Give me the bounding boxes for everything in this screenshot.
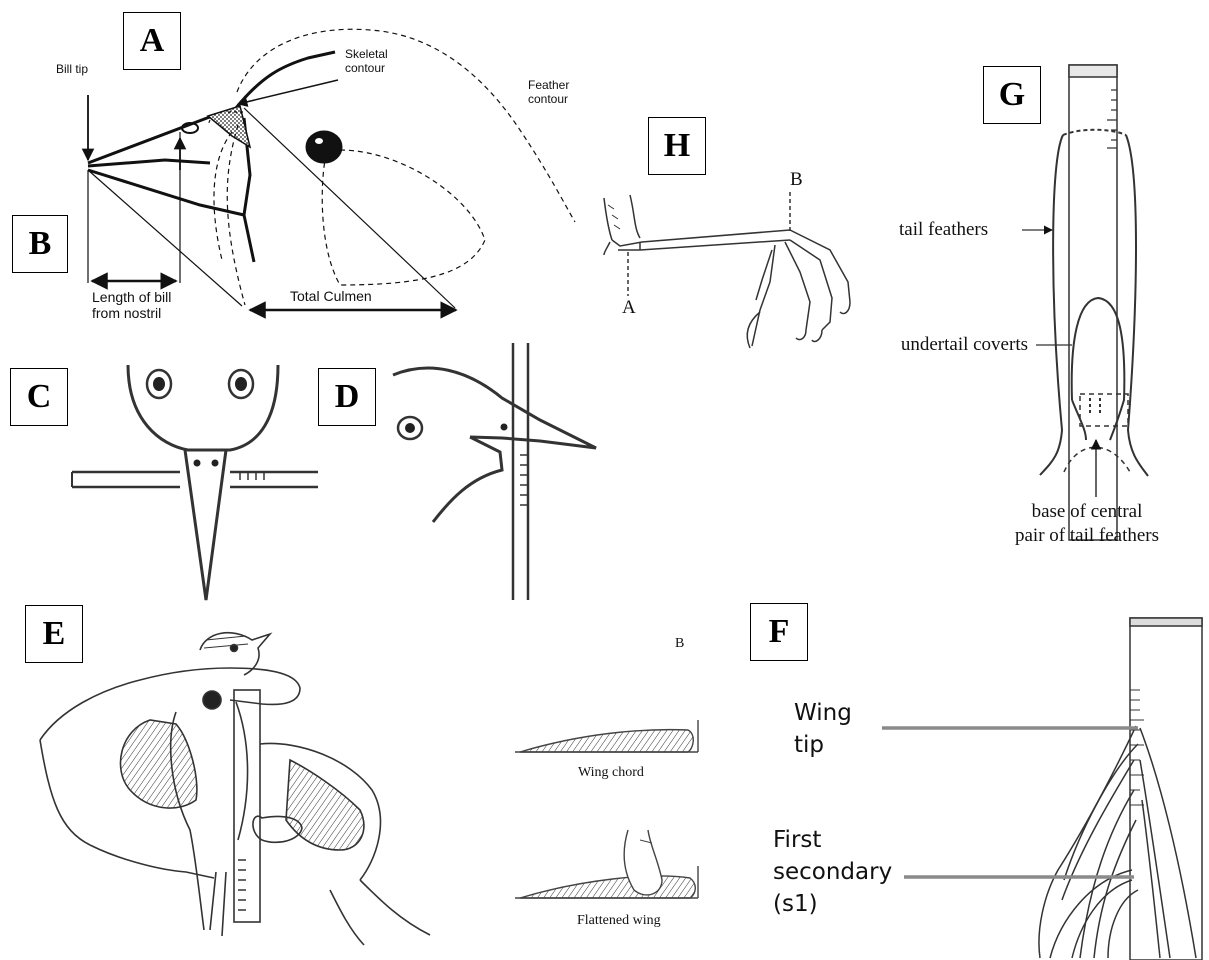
bill-depth-eye bbox=[398, 417, 508, 439]
wing-chord-diagram bbox=[515, 720, 698, 752]
tarsus-diagram bbox=[604, 192, 850, 348]
tarsus-point-a-label: A bbox=[622, 296, 636, 320]
tail-feathers-label: tail feathers bbox=[899, 218, 988, 242]
hand-measurement-drawing bbox=[40, 633, 430, 945]
bill-depth-diagram bbox=[393, 343, 596, 600]
panel-label-a: A bbox=[123, 12, 181, 70]
tail-diagram bbox=[1040, 65, 1148, 540]
first-secondary-label: First secondary (s1) bbox=[773, 824, 892, 920]
length-from-nostril-label: Length of bill from nostril bbox=[92, 289, 171, 321]
skeletal-contour-arrow bbox=[238, 80, 338, 104]
panel-label-h: H bbox=[648, 117, 706, 175]
wing-inset-letter: B bbox=[675, 636, 684, 652]
total-culmen-label: Total Culmen bbox=[290, 288, 372, 304]
undertail-coverts-label: undertail coverts bbox=[862, 333, 1028, 357]
panel-label-e: E bbox=[25, 605, 83, 663]
wing-chord-label: Wing chord bbox=[578, 765, 644, 781]
base-central-tail-label: base of central pair of tail feathers bbox=[990, 500, 1184, 548]
panel-label-c: C bbox=[10, 368, 68, 426]
bill-tip-label: Bill tip bbox=[56, 62, 88, 76]
bill-width-diagram bbox=[72, 365, 318, 600]
panel-label-f: F bbox=[750, 603, 808, 661]
panel-label-g: G bbox=[983, 66, 1041, 124]
wing-tip-label: Wing tip bbox=[794, 697, 852, 761]
panel-label-d: D bbox=[318, 368, 376, 426]
skeletal-contour-label: Skeletal contour bbox=[345, 47, 388, 75]
tarsus-point-b-label: B bbox=[790, 168, 803, 192]
panel-label-b: B bbox=[12, 215, 68, 273]
bill-guide-lines bbox=[88, 29, 575, 308]
bill-width-eyes bbox=[147, 370, 253, 467]
wing-ruler-diagram bbox=[1039, 618, 1202, 960]
feather-contour-label: Feather contour bbox=[528, 78, 569, 106]
flattened-wing-diagram bbox=[515, 830, 698, 898]
flattened-wing-label: Flattened wing bbox=[577, 913, 661, 929]
bill-diagram bbox=[88, 52, 341, 262]
